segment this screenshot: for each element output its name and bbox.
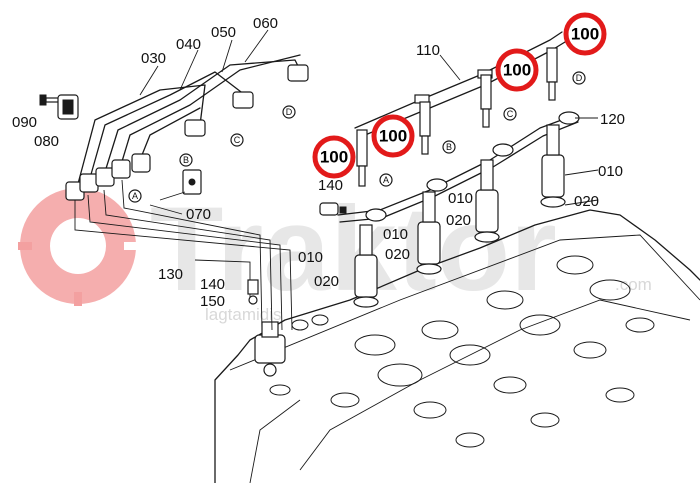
nozzle (474, 159, 500, 243)
bolt-090 (39, 94, 61, 106)
return-lines (74, 179, 293, 331)
injection-nozzles (353, 124, 566, 308)
clamp-080 (57, 94, 79, 120)
marker-b: B (179, 153, 193, 167)
label-070: 070 (186, 206, 211, 223)
nozzle (353, 224, 379, 308)
svg-text:100: 100 (571, 25, 599, 44)
label-020-b: 020 (446, 212, 471, 229)
marker-c2: C (503, 107, 517, 121)
label-010-c: 010 (383, 226, 408, 243)
svg-text:B: B (446, 142, 452, 152)
leakoff-pipe-120 (319, 111, 580, 223)
label-010-d: 010 (298, 249, 323, 266)
label-140-lower: 140 (200, 276, 225, 293)
svg-text:C: C (234, 135, 241, 145)
svg-text:D: D (286, 107, 293, 117)
label-130: 130 (158, 266, 183, 283)
svg-text:A: A (383, 175, 389, 185)
label-140: 140 (318, 177, 343, 194)
marker-a: A (128, 189, 142, 203)
svg-text:A: A (132, 191, 138, 201)
svg-text:D: D (576, 73, 583, 83)
label-010-a: 010 (598, 163, 623, 180)
highlights-100: 100 100 100 100 (312, 12, 607, 179)
pipe-fittings-left (65, 153, 151, 201)
glow-plug (356, 129, 368, 187)
label-060: 060 (253, 15, 278, 32)
label-020-d: 020 (314, 273, 339, 290)
svg-text:100: 100 (503, 61, 531, 80)
label-020-a: 020 (574, 193, 599, 210)
svg-text:100: 100 (379, 127, 407, 146)
svg-text:100: 100 (320, 148, 348, 167)
label-120: 120 (600, 111, 625, 128)
label-010-b: 010 (448, 190, 473, 207)
pump-fitting (254, 321, 286, 377)
marker-d2: D (572, 71, 586, 85)
label-030: 030 (141, 50, 166, 67)
label-080: 080 (34, 133, 59, 150)
marker-b2: B (442, 140, 456, 154)
highlight-100[interactable]: 100 (563, 12, 607, 56)
glow-plug (419, 101, 431, 155)
part-labels: 030 040 050 060 090 080 070 130 140 150 … (12, 15, 625, 310)
label-090: 090 (12, 114, 37, 131)
label-150: 150 (200, 293, 225, 310)
glow-plug (480, 74, 492, 128)
circle-markers: A B C D A B C D (128, 71, 586, 203)
watermark-subtitle: lagtamidis (205, 305, 282, 324)
glow-plugs (356, 47, 558, 187)
cylinder-head (214, 209, 700, 483)
watermark-gear-logo (18, 186, 138, 306)
marker-c: C (230, 133, 244, 147)
injection-pipes (74, 54, 301, 196)
highlight-100[interactable]: 100 (495, 48, 539, 92)
marker-d: D (282, 105, 296, 119)
glow-plug (546, 47, 558, 101)
label-040: 040 (176, 36, 201, 53)
label-050: 050 (211, 24, 236, 41)
pipe-fittings-right (184, 64, 309, 137)
svg-text:B: B (183, 155, 189, 165)
svg-text:C: C (507, 109, 514, 119)
nozzle (416, 191, 442, 275)
leader-lines (139, 29, 599, 215)
nozzle (540, 124, 566, 208)
marker-a2: A (379, 173, 393, 187)
clamp-070 (159, 169, 202, 201)
bracket-130 (194, 259, 259, 305)
label-110: 110 (416, 42, 440, 59)
watermark-domain: .com (615, 275, 652, 294)
highlight-100[interactable]: 100 (312, 135, 356, 179)
label-020-c: 020 (385, 246, 410, 263)
highlight-100[interactable]: 100 (371, 114, 415, 158)
